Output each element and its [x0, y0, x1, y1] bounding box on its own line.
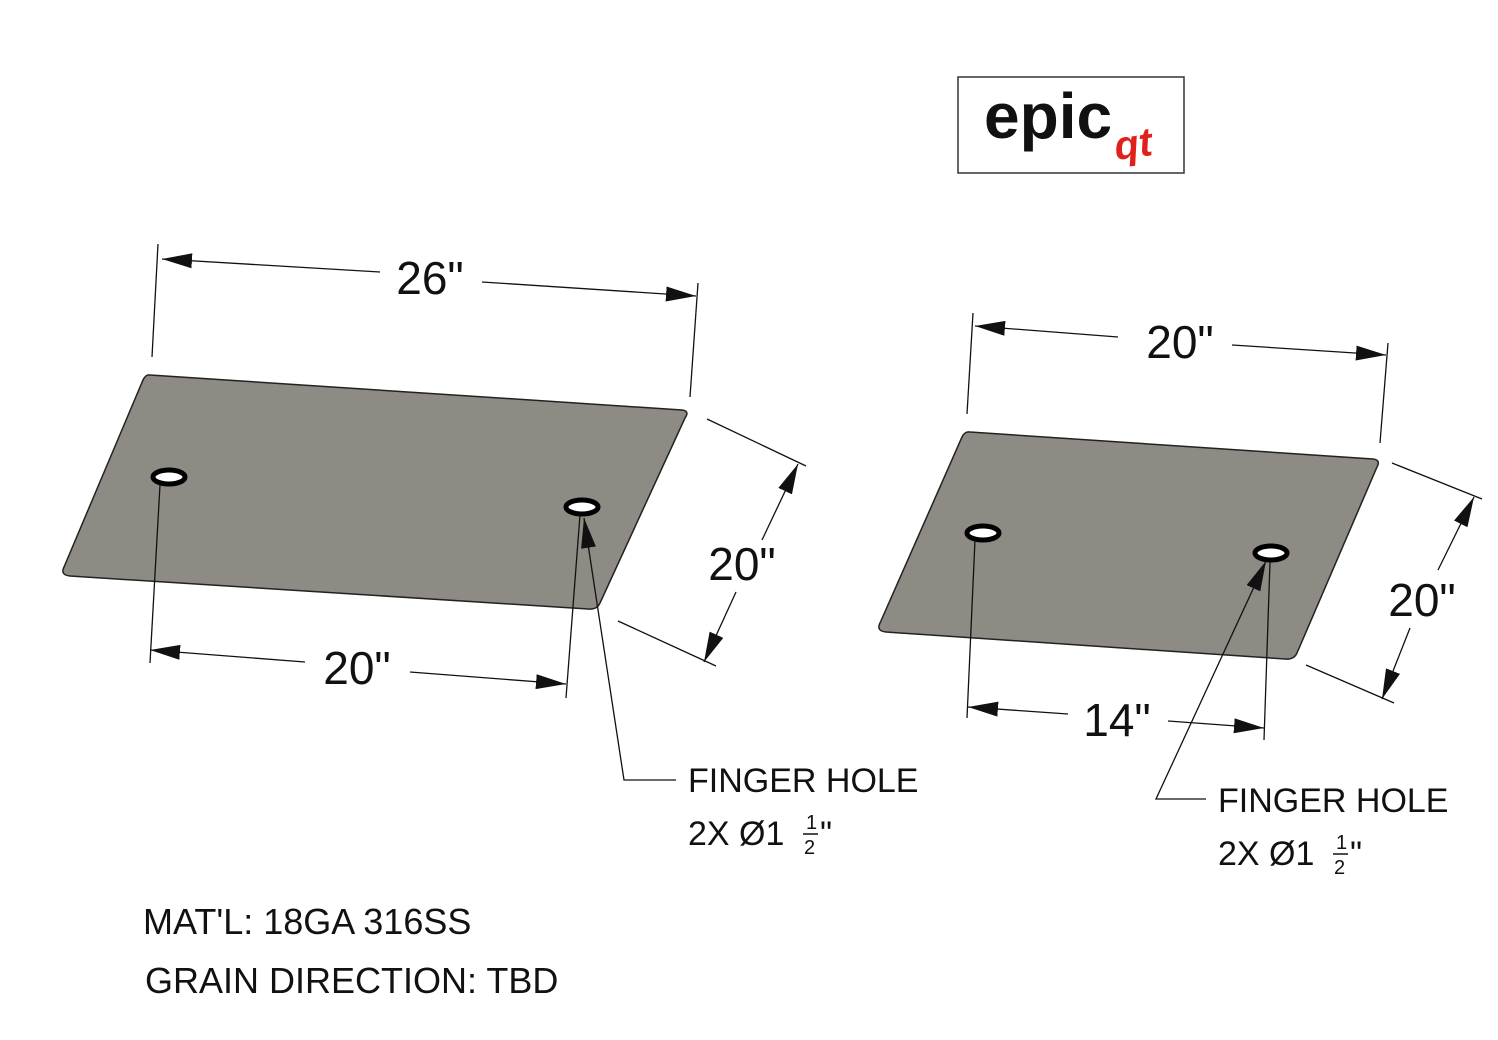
left-spacing-ext-left — [149, 484, 161, 664]
right-width-ext-right — [1379, 342, 1389, 444]
general-notes: MAT'L: 18GA 316SS GRAIN DIRECTION: TBD — [143, 901, 558, 1001]
right-spacing-ext-right — [1263, 561, 1271, 741]
right-width-dimline-b — [1231, 344, 1387, 361]
left-note-suffix: " — [820, 815, 832, 853]
material-note: MAT'L: 18GA 316SS — [143, 901, 471, 942]
right-spacing-dimline-a — [967, 701, 1069, 717]
logo-main-text: epic — [984, 80, 1112, 152]
logo-frame — [957, 76, 1185, 174]
left-spacing-dimline-a — [149, 644, 306, 663]
logo: epic qt — [957, 76, 1185, 174]
left-note-frac-den: 2 — [804, 837, 815, 859]
right-depth-dimline-a — [1437, 496, 1475, 571]
right-finger-hole-2 — [1252, 543, 1290, 563]
left-width-dimline-b — [481, 281, 697, 302]
right-note-line2: 2X Ø1 — [1218, 835, 1314, 873]
left-note-frac-num: 1 — [806, 812, 817, 834]
left-width-dimline-a — [161, 253, 381, 273]
right-spacing-dim: 14" — [1083, 694, 1151, 746]
left-depth-dimline-b — [703, 591, 737, 663]
left-spacing-dim: 20" — [323, 642, 391, 694]
right-width-dimline-a — [974, 320, 1119, 338]
right-plate — [878, 431, 1380, 660]
right-depth-dimline-b — [1381, 627, 1411, 700]
left-finger-hole-1 — [150, 467, 188, 487]
left-part: 26" 20" 20" FINGER HOLE 2X Ø1 1 2 " — [62, 243, 918, 859]
left-width-dim: 26" — [396, 252, 464, 304]
right-part: 20" 20" 14" FINGER HOLE 2X Ø1 1 2 " — [878, 312, 1483, 879]
right-finger-hole-1 — [964, 523, 1002, 543]
left-note-leader — [581, 517, 676, 781]
right-depth-ext-bottom — [1305, 664, 1395, 704]
grain-direction-note: GRAIN DIRECTION: TBD — [145, 960, 558, 1001]
left-finger-hole-2 — [563, 497, 601, 517]
left-spacing-dimline-b — [409, 671, 567, 690]
left-depth-ext-top — [706, 418, 807, 467]
right-width-ext-left — [966, 312, 974, 415]
left-note-line2: 2X Ø1 — [688, 815, 784, 853]
left-spacing-ext-right — [565, 514, 581, 699]
left-depth-ext-bottom — [617, 620, 717, 667]
right-depth-dim: 20" — [1388, 574, 1456, 626]
right-spacing-dimline-b — [1167, 718, 1265, 734]
left-width-ext-right — [689, 282, 699, 398]
left-note-line1: FINGER HOLE — [688, 762, 918, 800]
right-spacing-ext-left — [966, 539, 976, 719]
left-depth-dim: 20" — [708, 538, 776, 590]
right-note-frac-den: 2 — [1334, 857, 1345, 879]
right-note-suffix: " — [1350, 835, 1362, 873]
logo-sub-text: qt — [1111, 120, 1156, 169]
right-note-line1: FINGER HOLE — [1218, 782, 1448, 820]
right-width-dim: 20" — [1146, 316, 1214, 368]
right-note-frac-num: 1 — [1336, 832, 1347, 854]
left-plate — [62, 374, 688, 610]
left-depth-dimline-a — [761, 463, 799, 541]
right-depth-ext-top — [1391, 462, 1483, 500]
left-width-ext-left — [151, 243, 159, 358]
right-note-leader — [1154, 560, 1267, 800]
